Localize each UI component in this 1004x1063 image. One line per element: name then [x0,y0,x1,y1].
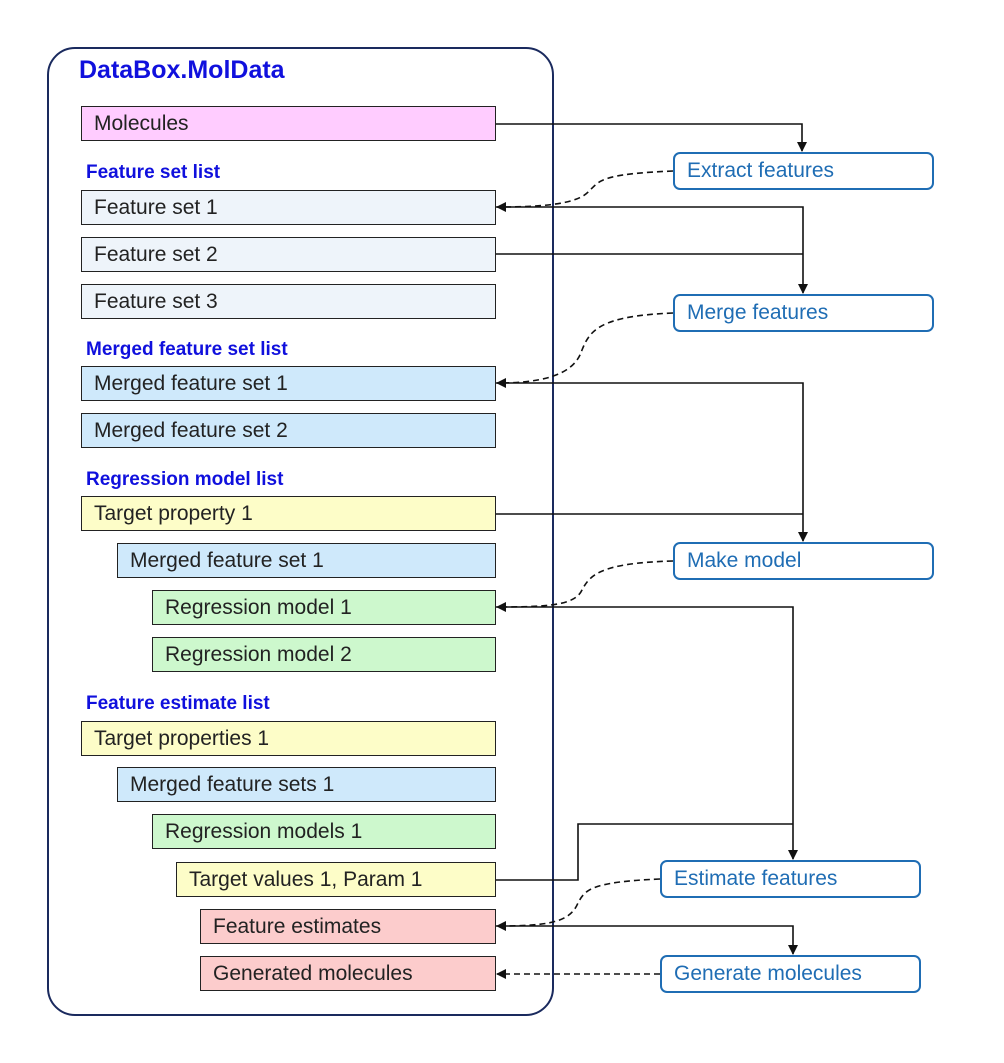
feature-set-3-box: Feature set 3 [81,284,496,319]
make-model-action: Make model [673,542,934,580]
generate-molecules-action: Generate molecules [660,955,921,993]
moldata-container [47,47,554,1016]
extract-features-action: Extract features [673,152,934,190]
section-feature-estimate-list: Feature estimate list [86,693,270,714]
molecules-to-extract-arrow [496,123,807,152]
target-properties-1-box: Target properties 1 [81,721,496,756]
feature-set-1-to-merge-arrow [496,206,808,294]
target-property-1-box: Target property 1 [81,496,496,531]
merge-features-action: Merge features [673,294,934,332]
estimate-features-action: Estimate features [660,860,921,898]
generated-molecules-box: Generated molecules [200,956,496,991]
regression-model-2-box: Regression model 2 [152,637,496,672]
feature-estimates-to-generate-arrow [496,925,798,955]
section-feature-set-list: Feature set list [86,162,221,183]
section-merged-feature-set-list: Merged feature set list [86,339,288,360]
target-values-1-box: Target values 1, Param 1 [176,862,496,897]
molecules-box: Molecules [81,106,496,141]
feature-set-2-box: Feature set 2 [81,237,496,272]
regression-models-1-box: Regression models 1 [152,814,496,849]
feature-estimates-box: Feature estimates [200,909,496,944]
regression-merged-feature-set-1-box: Merged feature set 1 [117,543,496,578]
diagram-title: DataBox.MolData [79,56,285,84]
extract-to-feature-set-1-arrow [496,170,674,212]
estimate-to-feature-estimates-arrow [496,878,661,931]
merge-to-merged-set-1-arrow [496,312,674,388]
merged-feature-sets-1-box: Merged feature sets 1 [117,767,496,802]
merged-feature-set-1-box: Merged feature set 1 [81,366,496,401]
feature-set-1-box: Feature set 1 [81,190,496,225]
regression-model-1-box: Regression model 1 [152,590,496,625]
merged-set-to-make-model-arrow [496,382,808,542]
target-values-to-estimate-line [496,823,793,881]
regression-model-to-estimate-arrow [496,606,798,860]
merged-feature-set-2-box: Merged feature set 2 [81,413,496,448]
section-regression-model-list: Regression model list [86,469,284,490]
make-model-to-regression-model-1-arrow [496,560,674,612]
